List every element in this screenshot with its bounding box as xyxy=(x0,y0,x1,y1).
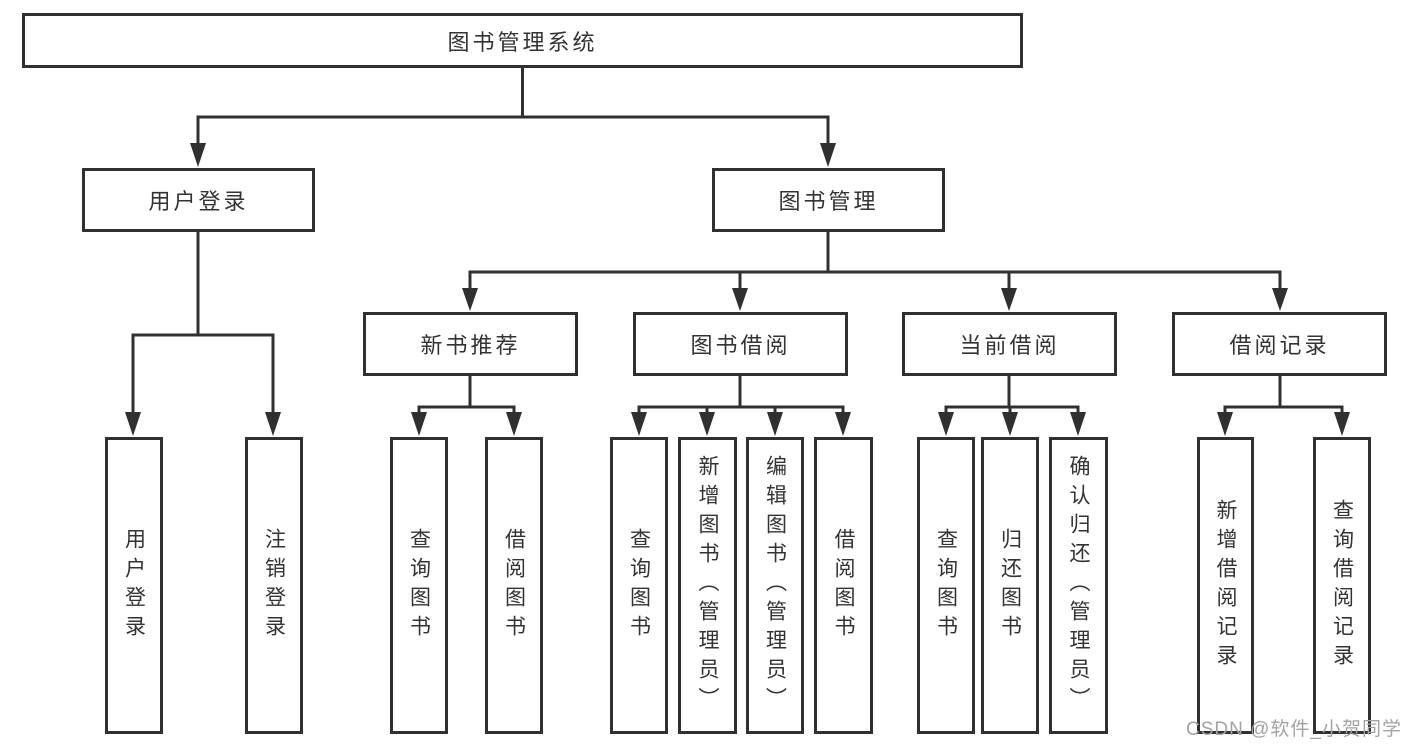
node-label: 借阅图书 xyxy=(502,527,526,644)
arrowhead-icon xyxy=(699,412,715,436)
node-label: 归还图书 xyxy=(998,527,1022,644)
node-label: 查询借阅记录 xyxy=(1330,498,1354,673)
arrowhead-icon xyxy=(631,412,647,436)
connector-book-borrow-branch xyxy=(637,374,845,416)
node-label: 确认归还（管理员） xyxy=(1067,455,1090,716)
connector-book-management-branch xyxy=(468,230,1282,292)
leaf-return-books: 归还图书 xyxy=(981,437,1039,734)
leaf-add-borrow-record: 新增借阅记录 xyxy=(1197,437,1254,734)
leaf-borrow-books-recommend: 借阅图书 xyxy=(485,437,543,734)
connector-user-login-branch xyxy=(131,230,275,416)
node-label: 图书管理 xyxy=(778,189,879,214)
arrowhead-icon xyxy=(411,412,427,436)
node-library-management-system: 图书管理系统 xyxy=(22,13,1023,68)
arrowhead-icon xyxy=(125,412,141,436)
arrowhead-icon xyxy=(190,143,206,167)
arrowhead-icon xyxy=(835,412,851,436)
arrowhead-icon xyxy=(938,412,954,436)
node-book-management: 图书管理 xyxy=(712,168,945,232)
node-label: 注销登录 xyxy=(262,527,286,644)
leaf-add-books-admin: 新增图书（管理员） xyxy=(678,437,737,734)
leaf-confirm-return-admin: 确认归还（管理员） xyxy=(1049,437,1108,734)
connector-borrow-records-branch xyxy=(1223,374,1344,416)
node-label: 图书借阅 xyxy=(690,333,791,358)
arrowhead-icon xyxy=(1272,288,1288,311)
leaf-query-books-recommend: 查询图书 xyxy=(390,437,448,734)
node-label: 编辑图书（管理员） xyxy=(763,455,787,716)
node-label: 图书管理系统 xyxy=(447,29,598,55)
leaf-query-books-borrow: 查询图书 xyxy=(610,437,668,734)
node-label: 查询图书 xyxy=(627,527,651,644)
connector-current-borrow-branch xyxy=(944,374,1080,416)
watermark: CSDN @软件_小贺同学 xyxy=(1186,719,1402,740)
arrowhead-icon xyxy=(265,412,281,436)
node-label: 查询图书 xyxy=(407,527,431,644)
leaf-user-login: 用户登录 xyxy=(105,437,163,734)
leaf-logout: 注销登录 xyxy=(245,437,303,734)
leaf-query-borrow-record: 查询借阅记录 xyxy=(1313,437,1371,734)
node-label: 借阅记录 xyxy=(1229,333,1330,358)
connector-root-to-level2 xyxy=(196,66,830,148)
node-label: 新增借阅记录 xyxy=(1214,498,1237,673)
arrowhead-icon xyxy=(1334,412,1350,436)
node-user-login: 用户登录 xyxy=(82,168,315,232)
node-label: 新书推荐 xyxy=(420,333,521,358)
connector-new-book-branch xyxy=(417,374,516,416)
arrowhead-icon xyxy=(732,288,748,311)
node-label: 查询图书 xyxy=(934,527,958,644)
node-book-borrow: 图书借阅 xyxy=(633,312,848,376)
leaf-query-books-current: 查询图书 xyxy=(917,437,975,734)
node-borrow-records: 借阅记录 xyxy=(1172,312,1387,376)
leaf-edit-books-admin: 编辑图书（管理员） xyxy=(746,437,804,734)
node-label: 当前借阅 xyxy=(959,333,1060,358)
arrowhead-icon xyxy=(1070,412,1086,436)
arrowhead-icon xyxy=(1002,412,1018,436)
arrowhead-icon xyxy=(1217,412,1233,436)
leaf-borrow-books: 借阅图书 xyxy=(814,437,873,734)
node-label: 用户登录 xyxy=(122,527,146,644)
arrowhead-icon xyxy=(462,288,478,311)
node-label: 新增图书（管理员） xyxy=(696,455,719,716)
arrowhead-icon xyxy=(767,412,783,436)
arrowhead-icon xyxy=(1001,288,1017,311)
arrowhead-icon xyxy=(820,143,836,167)
node-label: 用户登录 xyxy=(148,189,249,214)
node-new-book-recommend: 新书推荐 xyxy=(363,312,578,376)
arrowhead-icon xyxy=(506,412,522,436)
node-current-borrow: 当前借阅 xyxy=(902,312,1117,376)
node-label: 借阅图书 xyxy=(832,527,855,644)
